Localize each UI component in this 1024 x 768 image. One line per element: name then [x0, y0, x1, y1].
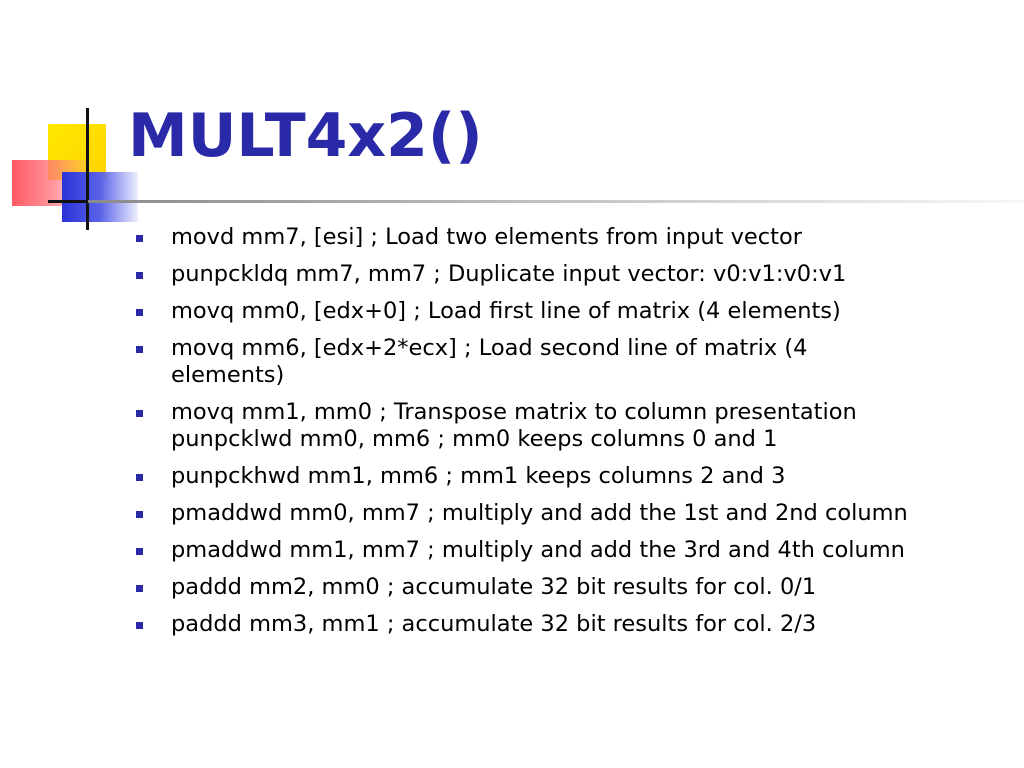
square-bullet-icon: [136, 622, 143, 629]
bullet-item: pmaddwd mm0, mm7 ; multiply and add the …: [130, 500, 1010, 527]
vertical-line-decoration: [86, 108, 89, 230]
bullet-text: paddd mm2, mm0 ; accumulate 32 bit resul…: [171, 574, 817, 600]
square-bullet-icon: [136, 272, 143, 279]
bullet-item: movd mm7, [esi] ; Load two elements from…: [130, 224, 1010, 251]
square-bullet-icon: [136, 410, 143, 417]
square-bullet-icon: [136, 511, 143, 518]
title-underline-rule: [88, 200, 1024, 203]
slide-title: MULT4x2(): [128, 101, 483, 171]
bullet-text: movq mm1, mm0 ; Transpose matrix to colu…: [171, 399, 857, 452]
bullet-text: movq mm6, [edx+2*ecx] ; Load second line…: [171, 335, 808, 388]
square-bullet-icon: [136, 235, 143, 242]
blue-square-decoration: [62, 172, 138, 222]
bullet-item: paddd mm3, mm1 ; accumulate 32 bit resul…: [130, 611, 1010, 638]
bullet-text: pmaddwd mm1, mm7 ; multiply and add the …: [171, 537, 905, 563]
bullet-item: punpckhwd mm1, mm6 ; mm1 keeps columns 2…: [130, 463, 1010, 490]
square-bullet-icon: [136, 309, 143, 316]
bullet-item: paddd mm2, mm0 ; accumulate 32 bit resul…: [130, 574, 1010, 601]
bullet-text: pmaddwd mm0, mm7 ; multiply and add the …: [171, 500, 908, 526]
bullet-text: movd mm7, [esi] ; Load two elements from…: [171, 224, 802, 250]
bullet-text: punpckhwd mm1, mm6 ; mm1 keeps columns 2…: [171, 463, 786, 489]
bullet-text: movq mm0, [edx+0] ; Load first line of m…: [171, 298, 841, 324]
bullet-item: movq mm0, [edx+0] ; Load first line of m…: [130, 298, 1010, 325]
bullet-item: pmaddwd mm1, mm7 ; multiply and add the …: [130, 537, 1010, 564]
decorative-logo-block: [0, 0, 140, 240]
bullet-text: punpckldq mm7, mm7 ; Duplicate input vec…: [171, 261, 847, 287]
bullet-item: punpckldq mm7, mm7 ; Duplicate input vec…: [130, 261, 1010, 288]
square-bullet-icon: [136, 474, 143, 481]
bullet-list: movd mm7, [esi] ; Load two elements from…: [130, 224, 1010, 648]
square-bullet-icon: [136, 346, 143, 353]
bullet-item: movq mm1, mm0 ; Transpose matrix to colu…: [130, 399, 1010, 453]
square-bullet-icon: [136, 548, 143, 555]
bullet-text: paddd mm3, mm1 ; accumulate 32 bit resul…: [171, 611, 817, 637]
bullet-item: movq mm6, [edx+2*ecx] ; Load second line…: [130, 335, 1010, 389]
square-bullet-icon: [136, 585, 143, 592]
